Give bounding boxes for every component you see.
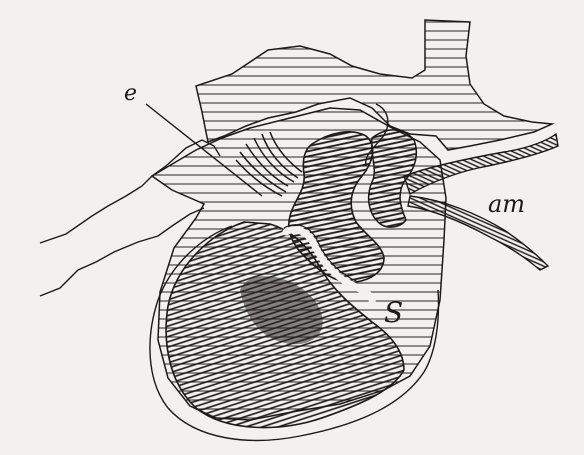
label-e: e <box>124 81 137 106</box>
label-am: am <box>488 190 525 218</box>
label-s: S <box>384 296 403 329</box>
